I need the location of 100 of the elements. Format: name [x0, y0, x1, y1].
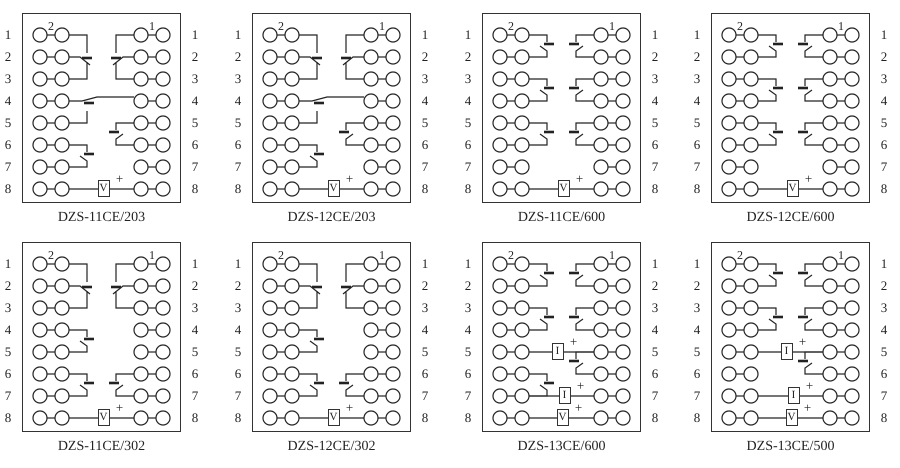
pin-number: 4: [4, 94, 12, 108]
pin-number: 4: [694, 323, 700, 337]
model-caption: DZS-12CE/203: [288, 210, 376, 226]
pin-number: 4: [4, 323, 12, 337]
pin-number: 6: [652, 367, 658, 381]
wire: [800, 388, 838, 404]
contact-group-number: 2: [278, 248, 284, 262]
pin-number: 8: [652, 182, 658, 196]
wire: [284, 410, 328, 426]
pin-number: 8: [464, 411, 472, 425]
pin-number: 1: [234, 257, 242, 271]
pin-number: 3: [464, 72, 472, 86]
pin-number: 6: [880, 367, 888, 381]
pin-number: 7: [464, 160, 472, 174]
pin-number: 8: [422, 411, 428, 425]
meter-coil-symbol: V: [328, 180, 340, 197]
meter-coil-symbol: I: [558, 387, 570, 404]
meter-coil-symbol: V: [98, 180, 110, 197]
wire: [110, 410, 149, 426]
pin-number: 7: [694, 389, 700, 403]
pin-number: 8: [464, 182, 472, 196]
pin-number: 6: [694, 138, 700, 152]
contact-group-number: 2: [737, 19, 743, 33]
contact-group-number: 1: [149, 19, 155, 33]
pin-number: 4: [880, 94, 888, 108]
pin-number: 2: [192, 279, 198, 293]
pin-number: 6: [464, 138, 472, 152]
pin-number: 6: [422, 367, 428, 381]
wire: [110, 181, 149, 197]
pin-number: 1: [880, 28, 888, 42]
pin-number: 7: [880, 389, 888, 403]
pin-number: 8: [4, 411, 12, 425]
polarity-mark: +: [804, 402, 812, 412]
polarity-mark: +: [806, 380, 814, 390]
pin-number: 1: [192, 257, 198, 271]
wire: [570, 181, 609, 197]
wire: [54, 181, 98, 197]
wire: [514, 410, 557, 426]
contact-group-number: 1: [609, 248, 615, 262]
pin-number: 8: [234, 411, 242, 425]
pin-number: 2: [694, 50, 700, 64]
wire: [340, 181, 379, 197]
pin-number: 5: [880, 345, 888, 359]
wire: [569, 410, 609, 426]
pin-number: 7: [4, 389, 12, 403]
pin-number: 8: [880, 411, 888, 425]
pin-number: 1: [880, 257, 888, 271]
pin-number: 1: [694, 257, 700, 271]
pin-number: 1: [422, 257, 428, 271]
pin-number: 5: [880, 116, 888, 130]
pin-number: 7: [234, 389, 242, 403]
pin-number: 3: [880, 72, 888, 86]
pin-number: 6: [192, 138, 198, 152]
pin-number: 7: [4, 160, 12, 174]
contact-group-number: 1: [379, 19, 385, 33]
wire: [793, 344, 838, 360]
pin-number: 1: [234, 28, 242, 42]
polarity-mark: +: [804, 174, 812, 184]
pin-number: 8: [192, 411, 198, 425]
wire: [799, 181, 838, 197]
pin-number: 2: [192, 50, 198, 64]
pin-number: 7: [422, 160, 428, 174]
pin-number: 2: [234, 279, 242, 293]
pin-number: 4: [880, 323, 888, 337]
polarity-mark: +: [346, 174, 354, 184]
wire: [798, 410, 838, 426]
contact-group-number: 2: [48, 248, 54, 262]
pin-number: 3: [4, 301, 12, 315]
pin-number: 2: [4, 279, 12, 293]
polarity-mark: +: [798, 336, 806, 346]
wire: [743, 181, 787, 197]
pin-number: 8: [652, 411, 658, 425]
pin-number: 5: [4, 116, 12, 130]
wire: [514, 181, 558, 197]
model-caption: DZS-12CE/600: [746, 210, 834, 226]
pin-number: 5: [234, 345, 242, 359]
pin-number: 7: [652, 389, 658, 403]
contact-group-number: 1: [149, 248, 155, 262]
meter-coil-symbol: V: [98, 409, 110, 426]
polarity-mark: +: [574, 402, 582, 412]
pin-number: 5: [694, 345, 700, 359]
pin-number: 5: [192, 345, 198, 359]
meter-coil-symbol: I: [788, 387, 800, 404]
pin-number: 5: [4, 345, 12, 359]
pin-number: 7: [422, 389, 428, 403]
pin-number: 3: [192, 301, 198, 315]
pin-number: 4: [652, 323, 658, 337]
pin-number: 5: [464, 345, 472, 359]
wire: [54, 410, 98, 426]
wire: [571, 388, 609, 404]
polarity-mark: +: [570, 336, 578, 346]
pin-number: 6: [464, 367, 472, 381]
pin-number: 4: [192, 323, 198, 337]
pin-number: 7: [192, 160, 198, 174]
pin-number: 5: [694, 116, 700, 130]
pin-number: 4: [652, 94, 658, 108]
pin-number: 8: [234, 182, 242, 196]
pin-number: 5: [652, 345, 658, 359]
pin-number: 1: [464, 28, 472, 42]
pin-number: 5: [422, 116, 428, 130]
